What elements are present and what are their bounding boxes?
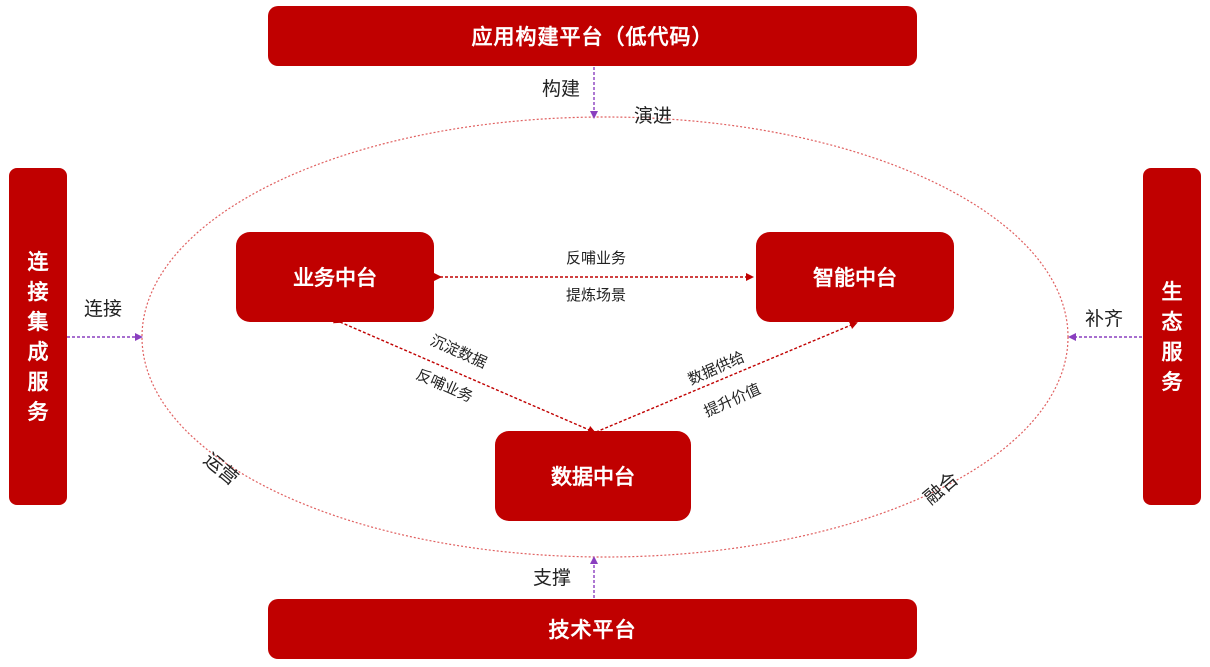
tech-platform-box: 技术平台	[268, 599, 917, 659]
tech-platform-label: 技术平台	[548, 618, 637, 642]
integration-service-char: 接	[27, 279, 49, 304]
data-center-label: 数据中台	[551, 465, 635, 489]
integration-service-char: 集	[27, 309, 49, 334]
integration-service-char: 连	[27, 249, 49, 274]
ecosystem-service-box: 生 态 服 务	[1143, 168, 1201, 505]
ecosystem-service-char: 态	[1161, 309, 1183, 334]
ecosystem-service-char: 生	[1161, 279, 1183, 304]
connect-label: 连接	[84, 298, 123, 320]
ecosystem-service-char: 服	[1161, 339, 1183, 364]
business-center-label: 业务中台	[293, 266, 377, 290]
support-label: 支撑	[533, 567, 572, 589]
integration-service-char: 服	[27, 369, 49, 394]
integration-service-char: 务	[27, 399, 49, 424]
refine-scenario-label: 提炼场景	[566, 286, 627, 304]
evolve-label: 演进	[634, 105, 673, 127]
arrow-business-data	[332, 315, 596, 434]
low-code-platform-label: 应用构建平台（低代码）	[471, 25, 714, 49]
low-code-platform-box: 应用构建平台（低代码）	[268, 6, 917, 66]
business-center-box: 业务中台	[236, 232, 434, 322]
data-center-box: 数据中台	[495, 431, 691, 521]
integration-service-char: 成	[27, 339, 49, 364]
build-label: 构建	[542, 78, 581, 100]
integration-service-box: 连 接 集 成 服 务	[9, 168, 67, 505]
arrow-data-intelligence	[588, 321, 858, 439]
intelligence-center-label: 智能中台	[813, 266, 897, 290]
ecosystem-service-char: 务	[1161, 369, 1183, 394]
intelligence-center-box: 智能中台	[756, 232, 954, 322]
feedback-business-label: 反哺业务	[566, 249, 627, 267]
supplement-label: 补齐	[1085, 308, 1124, 330]
